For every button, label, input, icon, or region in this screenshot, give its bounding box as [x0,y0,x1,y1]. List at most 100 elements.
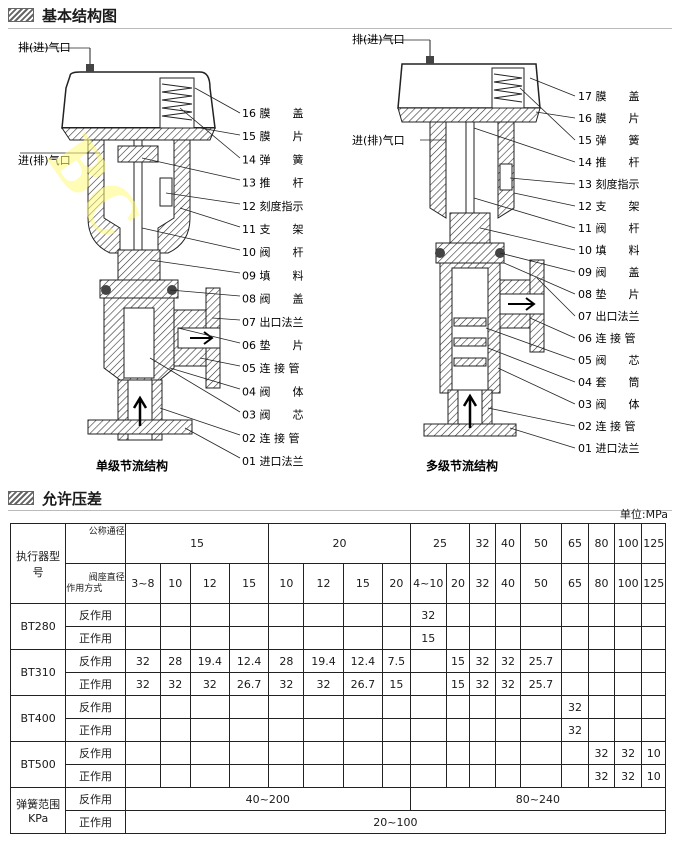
value-cell [469,764,496,788]
left-port-side: 进(排)气口 [18,153,71,167]
seat-cell: 50 [520,563,562,604]
right-part-label: 01 进口法兰 [578,441,640,455]
value-cell [409,764,447,788]
value-cell [159,603,191,627]
left-part-label: 02 连 接 管 [242,431,300,445]
seat-cell: 15 [342,563,384,604]
value-cell [445,741,471,765]
value-cell [445,626,471,650]
value-cell [342,741,384,765]
right-part-label: 08 垫 片 [578,287,640,301]
dn-cell: 25 [409,523,471,564]
header-seat: 阀座直径 [88,572,125,583]
value-cell [303,764,344,788]
right-part-label: 04 套 筒 [578,375,640,389]
value-cell [494,764,522,788]
left-part-label: 09 填 料 [242,268,304,282]
seat-cell: 10 [268,563,305,604]
value-cell [228,603,270,627]
value-cell [520,764,562,788]
right-part-label: 07 出口法兰 [578,309,640,323]
right-part-label: 15 弹 簧 [578,133,640,147]
value-cell [228,695,270,719]
value-cell: 7.5 [382,649,411,673]
value-cell: 32 [588,764,615,788]
dn-cell: 80 [588,523,615,564]
value-cell: 32 [124,649,161,673]
right-part-label: 05 阀 芯 [578,353,640,367]
value-cell: 32 [613,764,643,788]
seat-cell: 80 [588,563,615,604]
section-title: 基本结构图 [42,6,118,25]
value-cell: 80~240 [409,787,667,811]
action-cell: 正作用 [65,764,126,788]
value-cell [560,626,590,650]
value-cell [382,741,411,765]
seat-cell: 65 [560,563,590,604]
right-caption: 多级节流结构 [426,458,498,473]
pressure-table-body: 执行器型号 公称通径 15 20 25 32 40 50 65 80 100 1… [9,523,667,834]
value-cell [342,718,384,742]
value-cell [409,741,447,765]
seat-cell: 100 [613,563,643,604]
seat-cell: 40 [494,563,522,604]
value-cell [445,764,471,788]
value-cell: 25.7 [520,672,562,696]
seat-cell: 32 [469,563,496,604]
header-action: 作用方式 [66,583,103,594]
action-cell: 正作用 [65,810,126,834]
dn-cell: 32 [469,523,496,564]
value-cell [124,764,161,788]
value-cell [613,672,643,696]
right-part-label: 14 推 杆 [578,155,640,169]
seat-cell: 10 [159,563,191,604]
right-port-top: 排(进)气口 [352,32,405,46]
action-cell: 正作用 [65,718,126,742]
value-cell [382,764,411,788]
value-cell [268,718,305,742]
value-cell [189,626,230,650]
value-cell [445,695,471,719]
value-cell [520,718,562,742]
value-cell [189,718,230,742]
value-cell [303,626,344,650]
right-part-label: 17 膜 盖 [578,89,640,103]
dn-cell: 100 [613,523,643,564]
value-cell [268,741,305,765]
value-cell [124,718,161,742]
value-cell [303,741,344,765]
pressure-table: 执行器型号 公称通径 15 20 25 32 40 50 65 80 100 1… [9,523,667,834]
left-part-label: 07 出口法兰 [242,315,304,329]
value-cell [560,764,590,788]
right-part-label: 13 刻度指示 [578,177,640,191]
right-part-label: 11 阀 杆 [578,221,640,235]
value-cell [560,603,590,627]
model-cell: BT310 [9,649,67,696]
value-cell: 19.4 [303,649,344,673]
value-cell [469,741,496,765]
right-part-label: 10 填 料 [578,243,640,257]
right-part-label: 09 阀 盖 [578,265,640,279]
value-cell [409,672,447,696]
section-bar-icon [8,8,34,22]
value-cell [159,764,191,788]
action-cell: 反作用 [65,695,126,719]
value-cell [228,764,270,788]
value-cell: 32 [588,741,615,765]
value-cell [382,718,411,742]
value-cell [588,672,615,696]
spring-range-label: 弹簧范围KPa [9,787,67,834]
dn-cell: 20 [268,523,411,564]
value-cell [303,718,344,742]
value-cell [409,649,447,673]
value-cell: 15 [382,672,411,696]
value-cell [560,741,590,765]
value-cell: 15 [445,672,471,696]
left-caption: 单级节流结构 [96,458,168,473]
value-cell [613,649,643,673]
value-cell [342,626,384,650]
left-part-label: 14 弹 簧 [242,152,304,166]
